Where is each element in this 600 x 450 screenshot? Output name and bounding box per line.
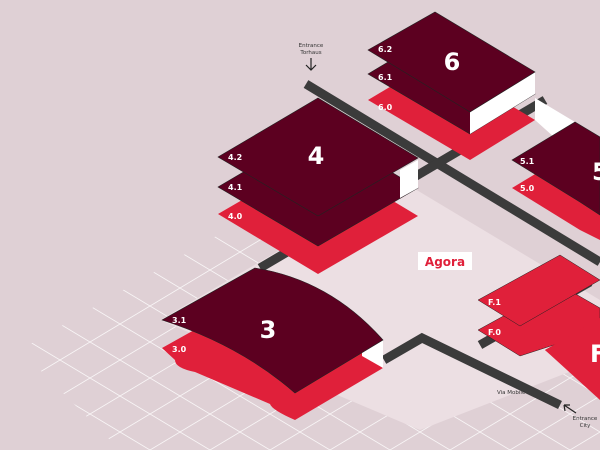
level-label: 3.1	[172, 316, 187, 325]
arrow-down-icon	[305, 58, 317, 71]
building-6-label: 6	[444, 48, 461, 76]
level-label: 6.1	[378, 73, 393, 82]
level-label: F.1	[488, 298, 501, 307]
level-label: 5.1	[520, 157, 535, 166]
street-label: Via Mobile	[497, 390, 526, 396]
building-f[interactable]: F F.1 F.0	[477, 254, 600, 400]
building-4-label: 4	[308, 142, 325, 170]
entrance-label: Entrance	[573, 416, 598, 422]
building-5[interactable]: 5 5.1 5.0	[511, 121, 600, 240]
building-5-label: 5	[592, 158, 600, 186]
agora-label-box	[418, 252, 472, 270]
agora-label: Agora	[425, 255, 465, 269]
level-label: 4.2	[228, 153, 242, 162]
building-4[interactable]: 4 4.2 4.1 4.0	[217, 97, 419, 274]
level-label: 6.2	[378, 45, 392, 54]
building-3[interactable]: 3 3.1 3.0	[161, 267, 384, 420]
level-label: 6.0	[378, 103, 393, 112]
level-label: 3.0	[172, 345, 187, 354]
entrance-label: Entrance	[299, 43, 324, 49]
level-label: F.0	[488, 328, 501, 337]
level-label: 5.0	[520, 184, 535, 193]
building-f-label: F	[590, 340, 600, 368]
building-6[interactable]: 6 6.2 6.1 6.0	[367, 11, 575, 160]
entrance-label: City	[580, 423, 592, 429]
level-label: 4.1	[228, 183, 243, 192]
level-label: 4.0	[228, 212, 243, 221]
entrance-city[interactable]: Entrance City	[563, 404, 598, 429]
arrow-up-left-icon	[563, 404, 577, 414]
entrance-torhaus[interactable]: Entrance Torhaus	[299, 43, 324, 71]
entrance-label: Torhaus	[299, 50, 321, 56]
building-3-label: 3	[260, 316, 277, 344]
